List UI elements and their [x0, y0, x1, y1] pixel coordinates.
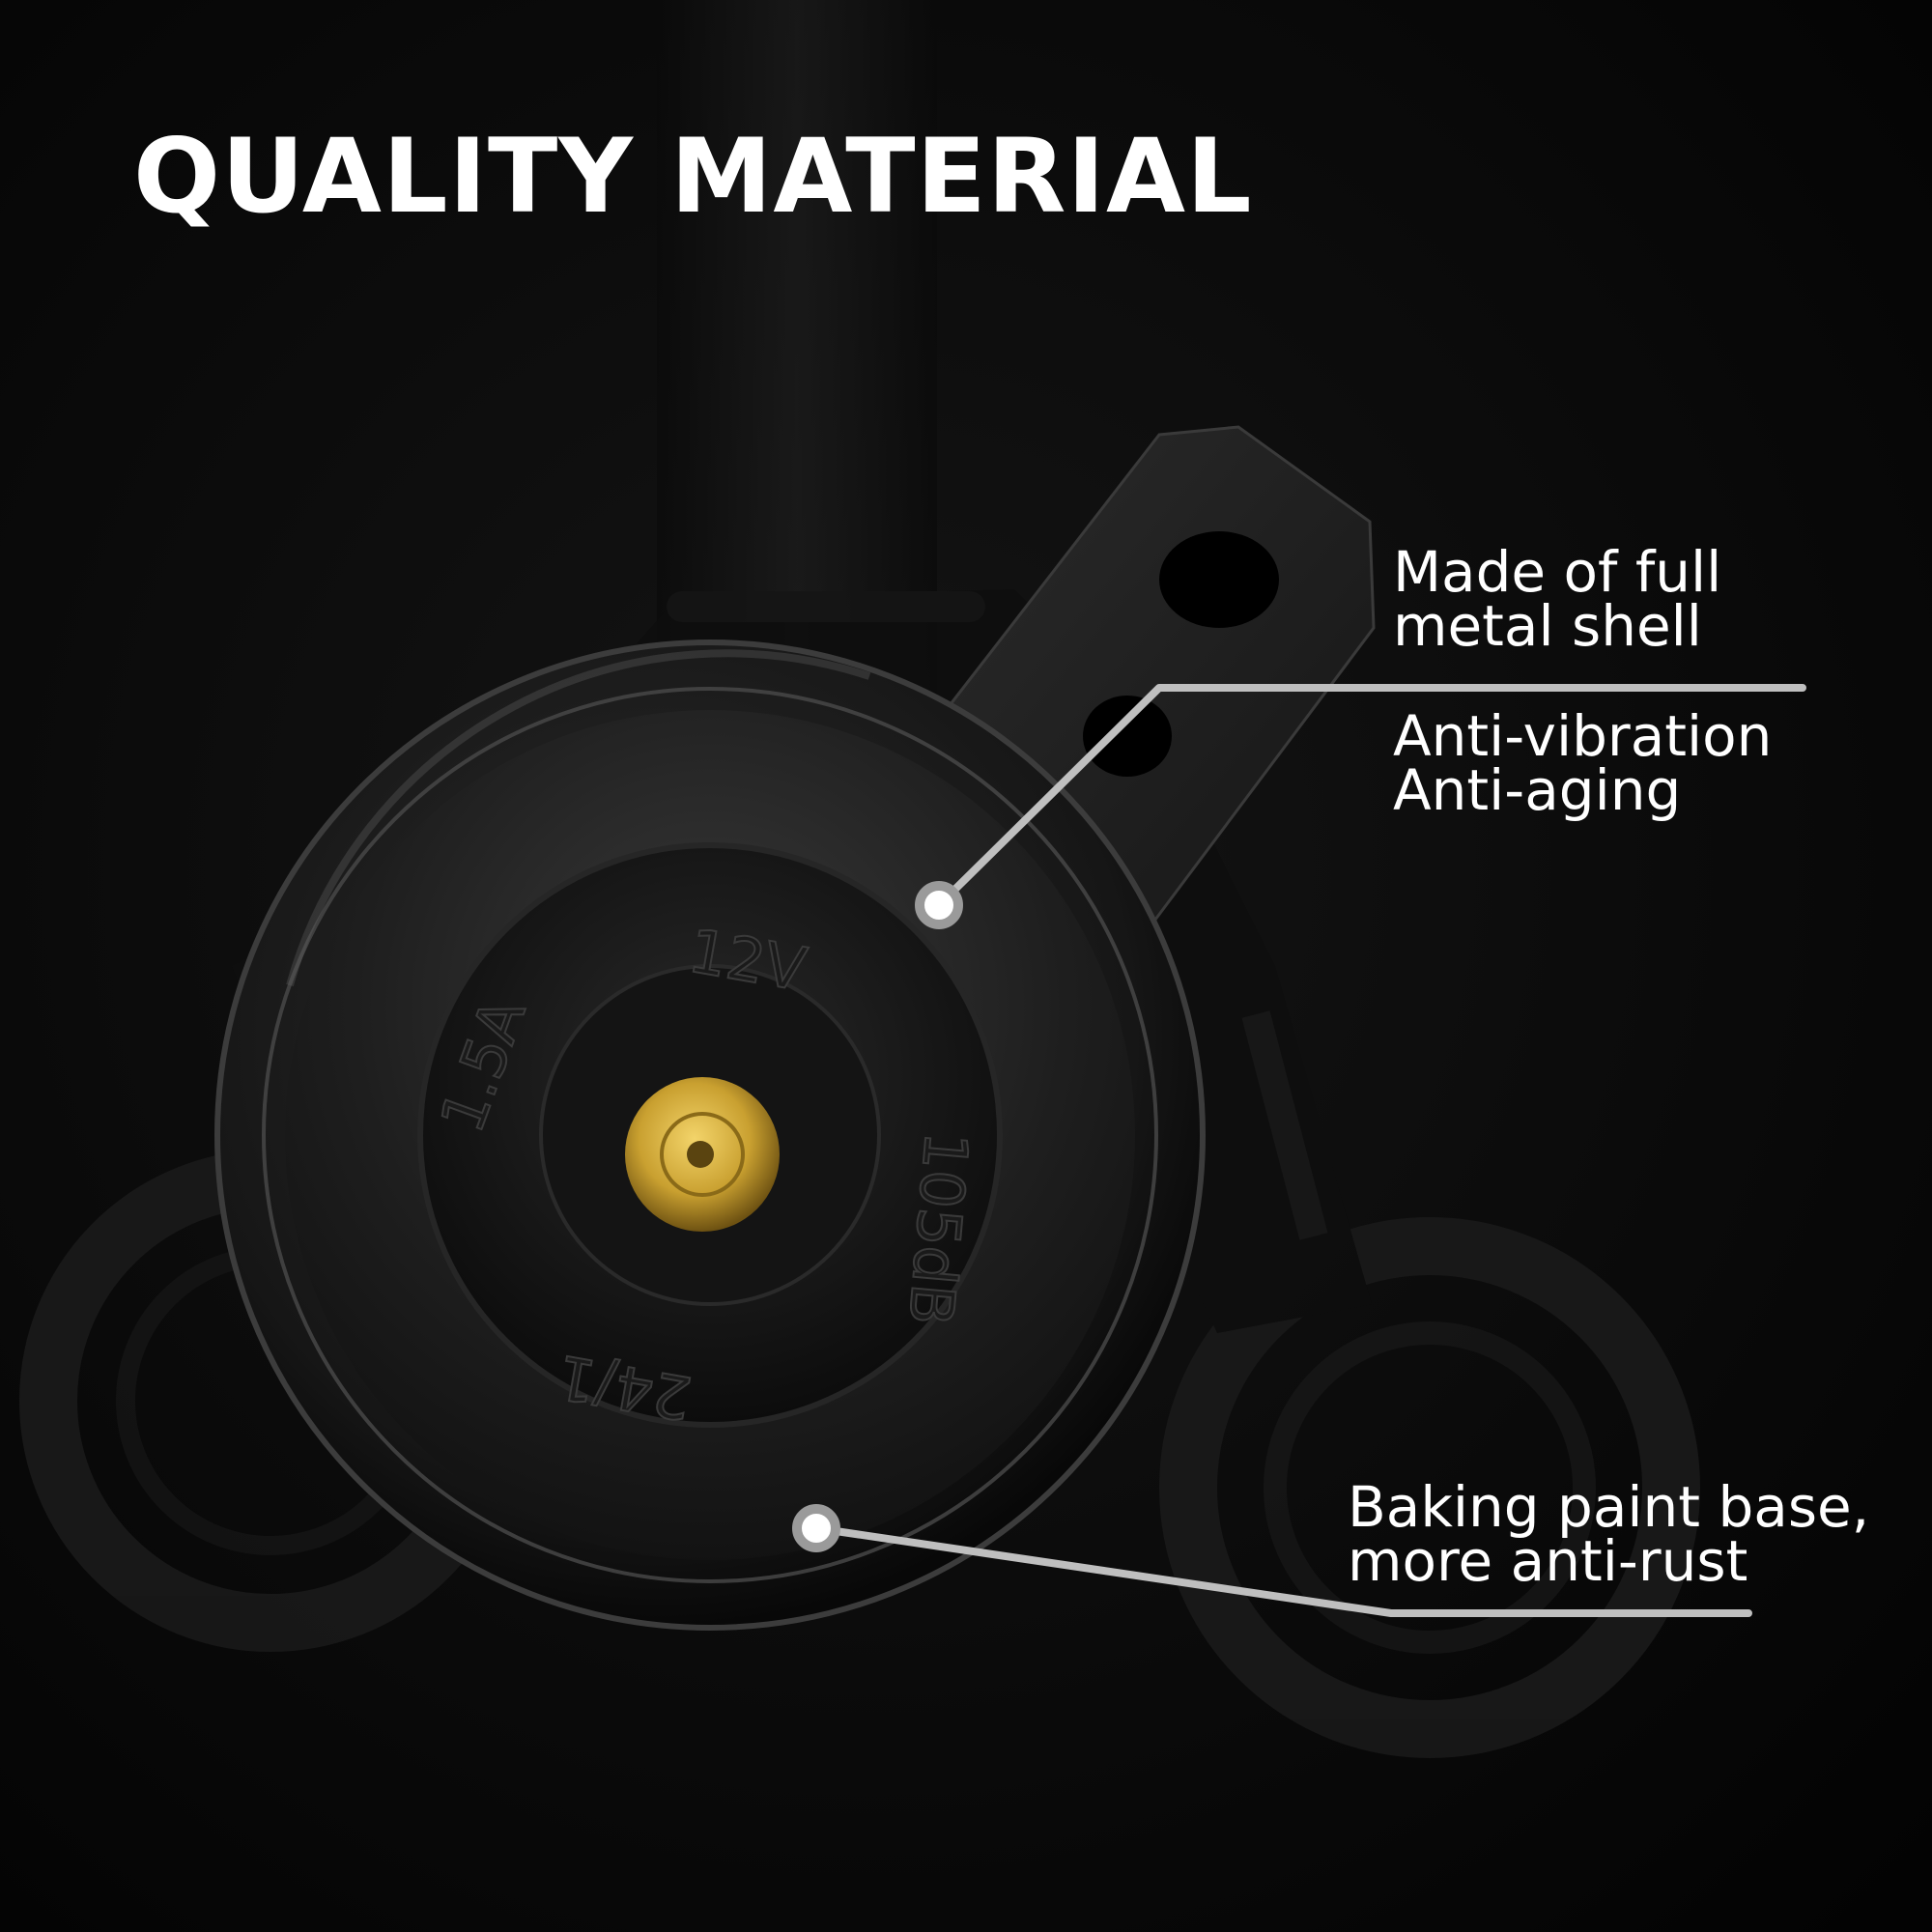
- headline: QUALITY MATERIAL: [133, 117, 1253, 236]
- marking-decibels: 105dB: [895, 1129, 981, 1328]
- callout-metal-shell: Made of full metal shell: [1393, 539, 1722, 659]
- callout-dot-lower: [792, 1504, 840, 1552]
- callout-dot-upper: [915, 881, 963, 929]
- callout-leader-lower: [792, 1504, 1752, 1617]
- callout-line-1: Anti-vibration: [1393, 703, 1773, 769]
- callout-line-2: Anti-aging: [1393, 757, 1682, 823]
- bracket-hole-bottom: [1083, 696, 1172, 777]
- callout-anti-vibration: Anti-vibration Anti-aging: [1393, 703, 1773, 823]
- callout-baking-paint: Baking paint base, more anti-rust: [1348, 1474, 1870, 1594]
- callout-line-2: more anti-rust: [1348, 1528, 1748, 1594]
- callout-leader-upper: [915, 684, 1806, 929]
- bracket-hole-top: [1159, 531, 1279, 628]
- callout-line-1: Made of full: [1393, 539, 1722, 605]
- callout-line-2: metal shell: [1393, 593, 1702, 659]
- callout-line-1: Baking paint base,: [1348, 1474, 1870, 1540]
